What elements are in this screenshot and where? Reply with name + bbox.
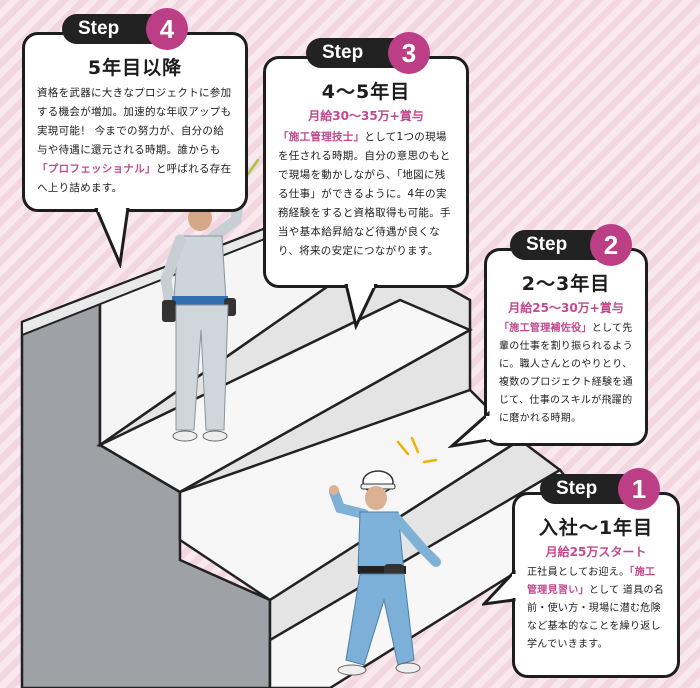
sparkle-lines-icon bbox=[396, 436, 438, 464]
step-1-number: 1 bbox=[618, 468, 660, 510]
step-4-badge: Step 4 bbox=[62, 8, 188, 50]
worker-man-illustration bbox=[160, 184, 246, 442]
step-1-badge: Step 1 bbox=[540, 468, 660, 510]
step-2-badge: Step 2 bbox=[510, 224, 632, 266]
step-4-number: 4 bbox=[146, 8, 188, 50]
step-2-description: 「施工管理補佐役」として先輩の仕事を割り振られるように。職人さんとのやりとり、複… bbox=[499, 323, 633, 424]
step-4-bubble: 5年目以降 資格を武器に大きなプロジェクトに参加する機会が増加。加速的な年収アッ… bbox=[22, 32, 248, 212]
step-3-bubble: 4〜5年目 月給30〜35万+賞与 「施工管理技士」として1つの現場を任される時… bbox=[263, 56, 469, 288]
step-3-badge: Step 3 bbox=[306, 32, 430, 74]
step-4-description: 資格を武器に大きなプロジェクトに参加する機会が増加。加速的な年収アップも実現可能… bbox=[37, 87, 232, 194]
step-3-title: 4〜5年目 bbox=[321, 81, 411, 103]
step-3-description: 「施工管理技士」として1つの現場を任される時期。自分の意思のもとで現場を動かしな… bbox=[278, 131, 451, 257]
step-4-title: 5年目以降 bbox=[87, 57, 183, 79]
step-4-bubble-tail bbox=[94, 208, 130, 268]
step-3-bubble-tail bbox=[344, 284, 378, 330]
step-1-description: 正社員としてお迎え。「施工管理見習い」として 道具の名前・使い方・現場に潜む危険… bbox=[527, 567, 665, 650]
step-3-number: 3 bbox=[388, 32, 430, 74]
step-2-bubble-tail bbox=[448, 410, 490, 449]
step-1-salary: 月給25万スタート bbox=[545, 545, 647, 559]
step-2-bubble: 2〜3年目 月給25〜30万+賞与 「施工管理補佐役」として先輩の仕事を割り振ら… bbox=[484, 248, 648, 446]
step-1-bubble: 入社〜1年目 月給25万スタート 正社員としてお迎え。「施工管理見習い」として … bbox=[512, 492, 680, 678]
step-2-title: 2〜3年目 bbox=[521, 273, 611, 295]
step-1-title: 入社〜1年目 bbox=[538, 517, 654, 539]
step-1-bubble-tail bbox=[482, 570, 516, 606]
step-3-salary: 月給30〜35万+賞与 bbox=[308, 109, 424, 123]
step-2-number: 2 bbox=[590, 224, 632, 266]
step-2-salary: 月給25〜30万+賞与 bbox=[508, 301, 624, 315]
worker-woman-illustration bbox=[329, 470, 441, 676]
